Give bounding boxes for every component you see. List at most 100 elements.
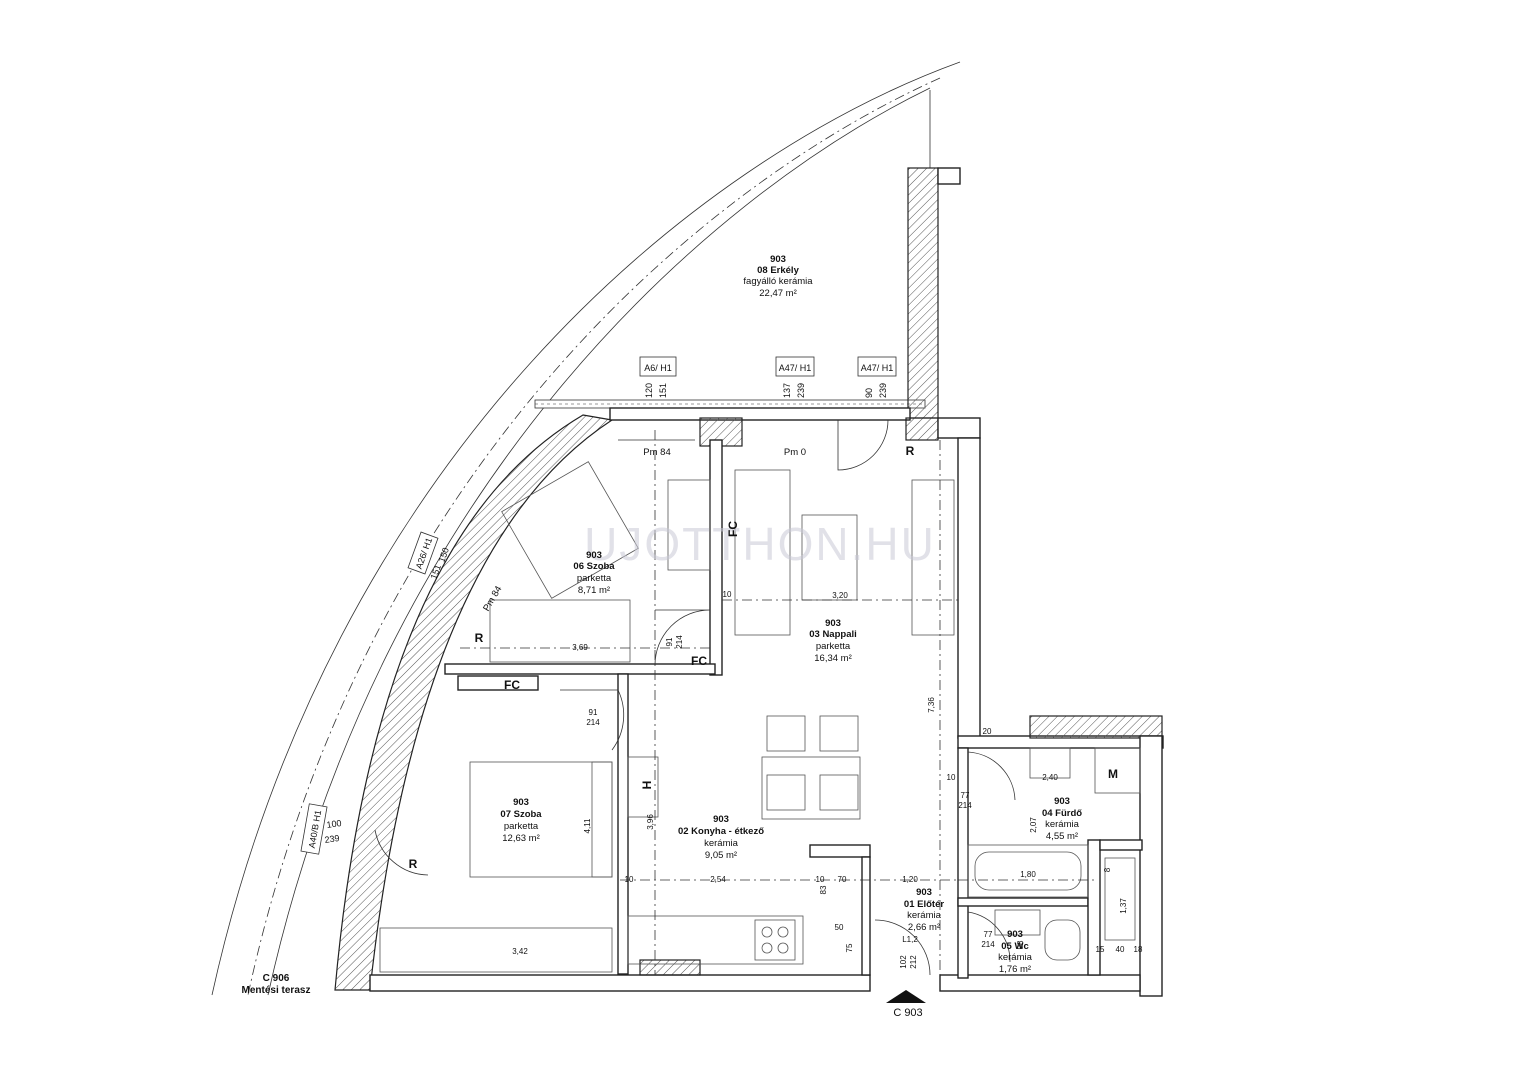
room-label-eloter: 903 01 Előtér kerámia 2,66 m² [904, 887, 944, 933]
section-label: C 903 [893, 1007, 922, 1019]
room-label-nappali: 903 03 Nappali parketta 16,34 m² [809, 618, 857, 664]
radiator-marker: R [409, 857, 418, 871]
room-number: 903 [770, 254, 786, 265]
window-tag-group: A6/ H1 A47/ H1 A47/ H1 A26/ H1 A40/B H1 [300, 356, 897, 855]
room-name: 05 Wc [1001, 941, 1028, 952]
room-label-furdo: 903 04 Fürdő kerámia 4,55 m² [1042, 796, 1082, 842]
dim-label: 3,96 [646, 814, 655, 830]
window-width: 120 [644, 383, 654, 398]
window-dimension-group: 120 151 137 239 90 239 150 151 100 239 [324, 383, 888, 845]
room-label-wc: 903 05 Wc kerámia 1,76 m² [998, 929, 1033, 975]
furniture [379, 461, 1141, 973]
dim-label: 77 [961, 791, 970, 800]
light-marker: L1,2 [902, 935, 918, 944]
door-swings [374, 419, 1016, 976]
window-height: 239 [324, 833, 340, 845]
window-width: 150 [436, 546, 451, 564]
room-area: 16,34 m² [814, 653, 852, 664]
dim-label: 83 [819, 885, 828, 894]
room-finish: parketta [816, 641, 851, 652]
window-height: 239 [878, 383, 888, 398]
window-height: 151 [428, 563, 443, 581]
north-wall [609, 407, 939, 447]
dim-label: 2,54 [710, 875, 726, 884]
dim-label: 3,20 [832, 591, 848, 600]
room-finish: parketta [577, 573, 612, 584]
room-area: 1,76 m² [999, 964, 1031, 975]
dim-label: 50 [835, 923, 844, 932]
dim-label: 102 [899, 955, 908, 969]
dim-label: 214 [675, 635, 684, 649]
dim-label: 77 [984, 930, 993, 939]
room-number: 903 [713, 814, 729, 825]
room-name: 01 Előtér [904, 899, 944, 910]
watermark: UJOTTHON.HU [584, 518, 936, 570]
dim-label: 75 [845, 943, 854, 952]
neighbor-unit-name: Mentési terasz [242, 985, 311, 996]
room-finish: kerámia [907, 910, 942, 921]
window-tag: A47/ H1 [779, 363, 812, 373]
room-area: 12,63 m² [502, 833, 540, 844]
dimension-labels: 3,69 3,20 7,36 2,54 3,96 4,11 3,42 1,20 … [512, 590, 1143, 969]
dim-label: 2,40 [1042, 773, 1058, 782]
dim-label: 1,20 [902, 875, 918, 884]
dim-label: 10 [723, 590, 732, 599]
room-number: 903 [586, 550, 602, 561]
dim-label: 4,11 [583, 818, 592, 834]
dim-label: 8 [1103, 867, 1112, 872]
room-number: 903 [1007, 929, 1023, 940]
room-name: 08 Erkély [757, 265, 799, 276]
balcony-edge-curves [211, 61, 961, 996]
room-number: 903 [916, 887, 932, 898]
floor-level-label: Pm 84 [643, 447, 670, 458]
room-area: 4,55 m² [1046, 831, 1078, 842]
section-marker-arrow [886, 990, 926, 1003]
room-name: 06 Szoba [573, 561, 615, 572]
fan-coil-marker: FC [504, 678, 520, 692]
room-number: 903 [1054, 796, 1070, 807]
room-finish: fagyálló kerámia [743, 276, 813, 287]
dim-label: 91 [665, 637, 674, 646]
dim-label: 40 [1116, 945, 1125, 954]
dim-label: 7,36 [927, 697, 936, 713]
floor-level-label: Pm 0 [784, 447, 806, 458]
room-label-erkely: 903 08 Erkély fagyálló kerámia 22,47 m² [743, 254, 813, 299]
room-name: 04 Fürdő [1042, 808, 1082, 819]
window-width: 100 [326, 818, 342, 830]
room-label-szoba06: 903 06 Szoba parketta 8,71 m² [573, 550, 615, 596]
window-height: 239 [796, 383, 806, 398]
balcony-railing [534, 399, 926, 409]
window-width: 90 [864, 388, 874, 398]
dim-label: 70 [838, 875, 847, 884]
window-width: 137 [782, 383, 792, 398]
dim-label: 1,37 [1119, 898, 1128, 914]
dim-label: 20 [983, 727, 992, 736]
heater-marker: H [640, 781, 654, 790]
dim-label: 214 [981, 940, 995, 949]
room-finish: kerámia [704, 838, 739, 849]
room-area: 8,71 m² [578, 585, 610, 596]
fan-coil-marker: FC [726, 521, 740, 537]
room-name: 02 Konyha - étkező [678, 826, 764, 837]
dim-label: 91 [589, 708, 598, 717]
dim-label: 214 [958, 801, 972, 810]
dim-label: 3,69 [572, 643, 588, 652]
floor-level-label: Pm 84 [481, 584, 504, 613]
room-label-konyha: 903 02 Konyha - étkező kerámia 9,05 m² [678, 814, 764, 861]
dim-label: 18 [1134, 945, 1143, 954]
dim-label: 98 [1016, 940, 1025, 949]
room-name: 03 Nappali [809, 629, 857, 640]
room-finish: kerámia [998, 952, 1033, 963]
window-height: 151 [658, 383, 668, 398]
dim-label: 10 [947, 773, 956, 782]
room-finish: parketta [504, 821, 539, 832]
dim-label: 10 [625, 875, 634, 884]
radiator-marker: R [906, 444, 915, 458]
dim-label: 3,42 [512, 947, 528, 956]
room-area: 22,47 m² [759, 288, 797, 299]
room-name: 07 Szoba [500, 809, 542, 820]
balcony-side-wall [907, 167, 961, 419]
window-tag: A47/ H1 [861, 363, 894, 373]
radiator-marker: R [475, 631, 484, 645]
